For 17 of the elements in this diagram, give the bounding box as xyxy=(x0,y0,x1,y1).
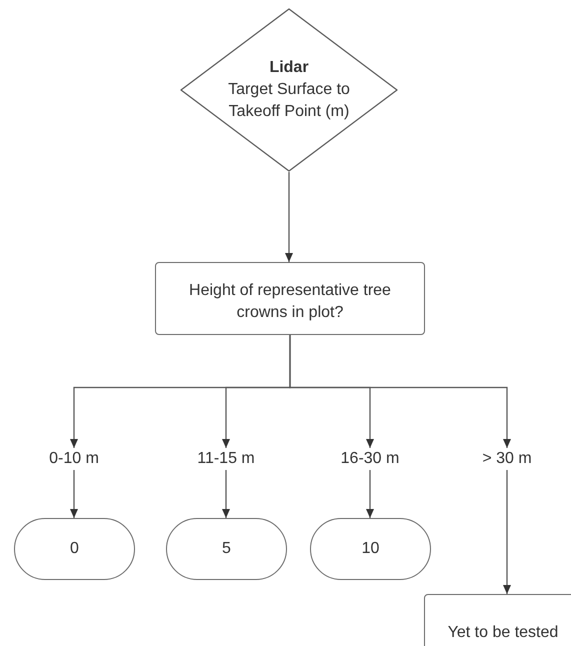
diamond-text: Target Surface to Takeoff Point (m) xyxy=(227,80,351,122)
terminal-pill: 5 xyxy=(166,518,287,580)
arrow xyxy=(70,470,78,518)
process-box: Yet to be tested xyxy=(424,594,571,646)
arrow xyxy=(503,470,511,594)
process-box: Height of representative tree crowns in plot? xyxy=(155,262,425,335)
arrow xyxy=(289,335,511,448)
terminal-pill: 0 xyxy=(14,518,135,580)
branch-label: 16-30 m xyxy=(330,448,410,470)
branch-label: > 30 m xyxy=(467,448,547,470)
branch-label: 11-15 m xyxy=(186,448,266,470)
diamond-heading: Lidar xyxy=(268,58,310,78)
arrow xyxy=(285,172,293,262)
arrow xyxy=(222,470,230,518)
terminal-pill: 10 xyxy=(310,518,431,580)
arrow xyxy=(366,470,374,518)
branch-label: 0-10 m xyxy=(34,448,114,470)
